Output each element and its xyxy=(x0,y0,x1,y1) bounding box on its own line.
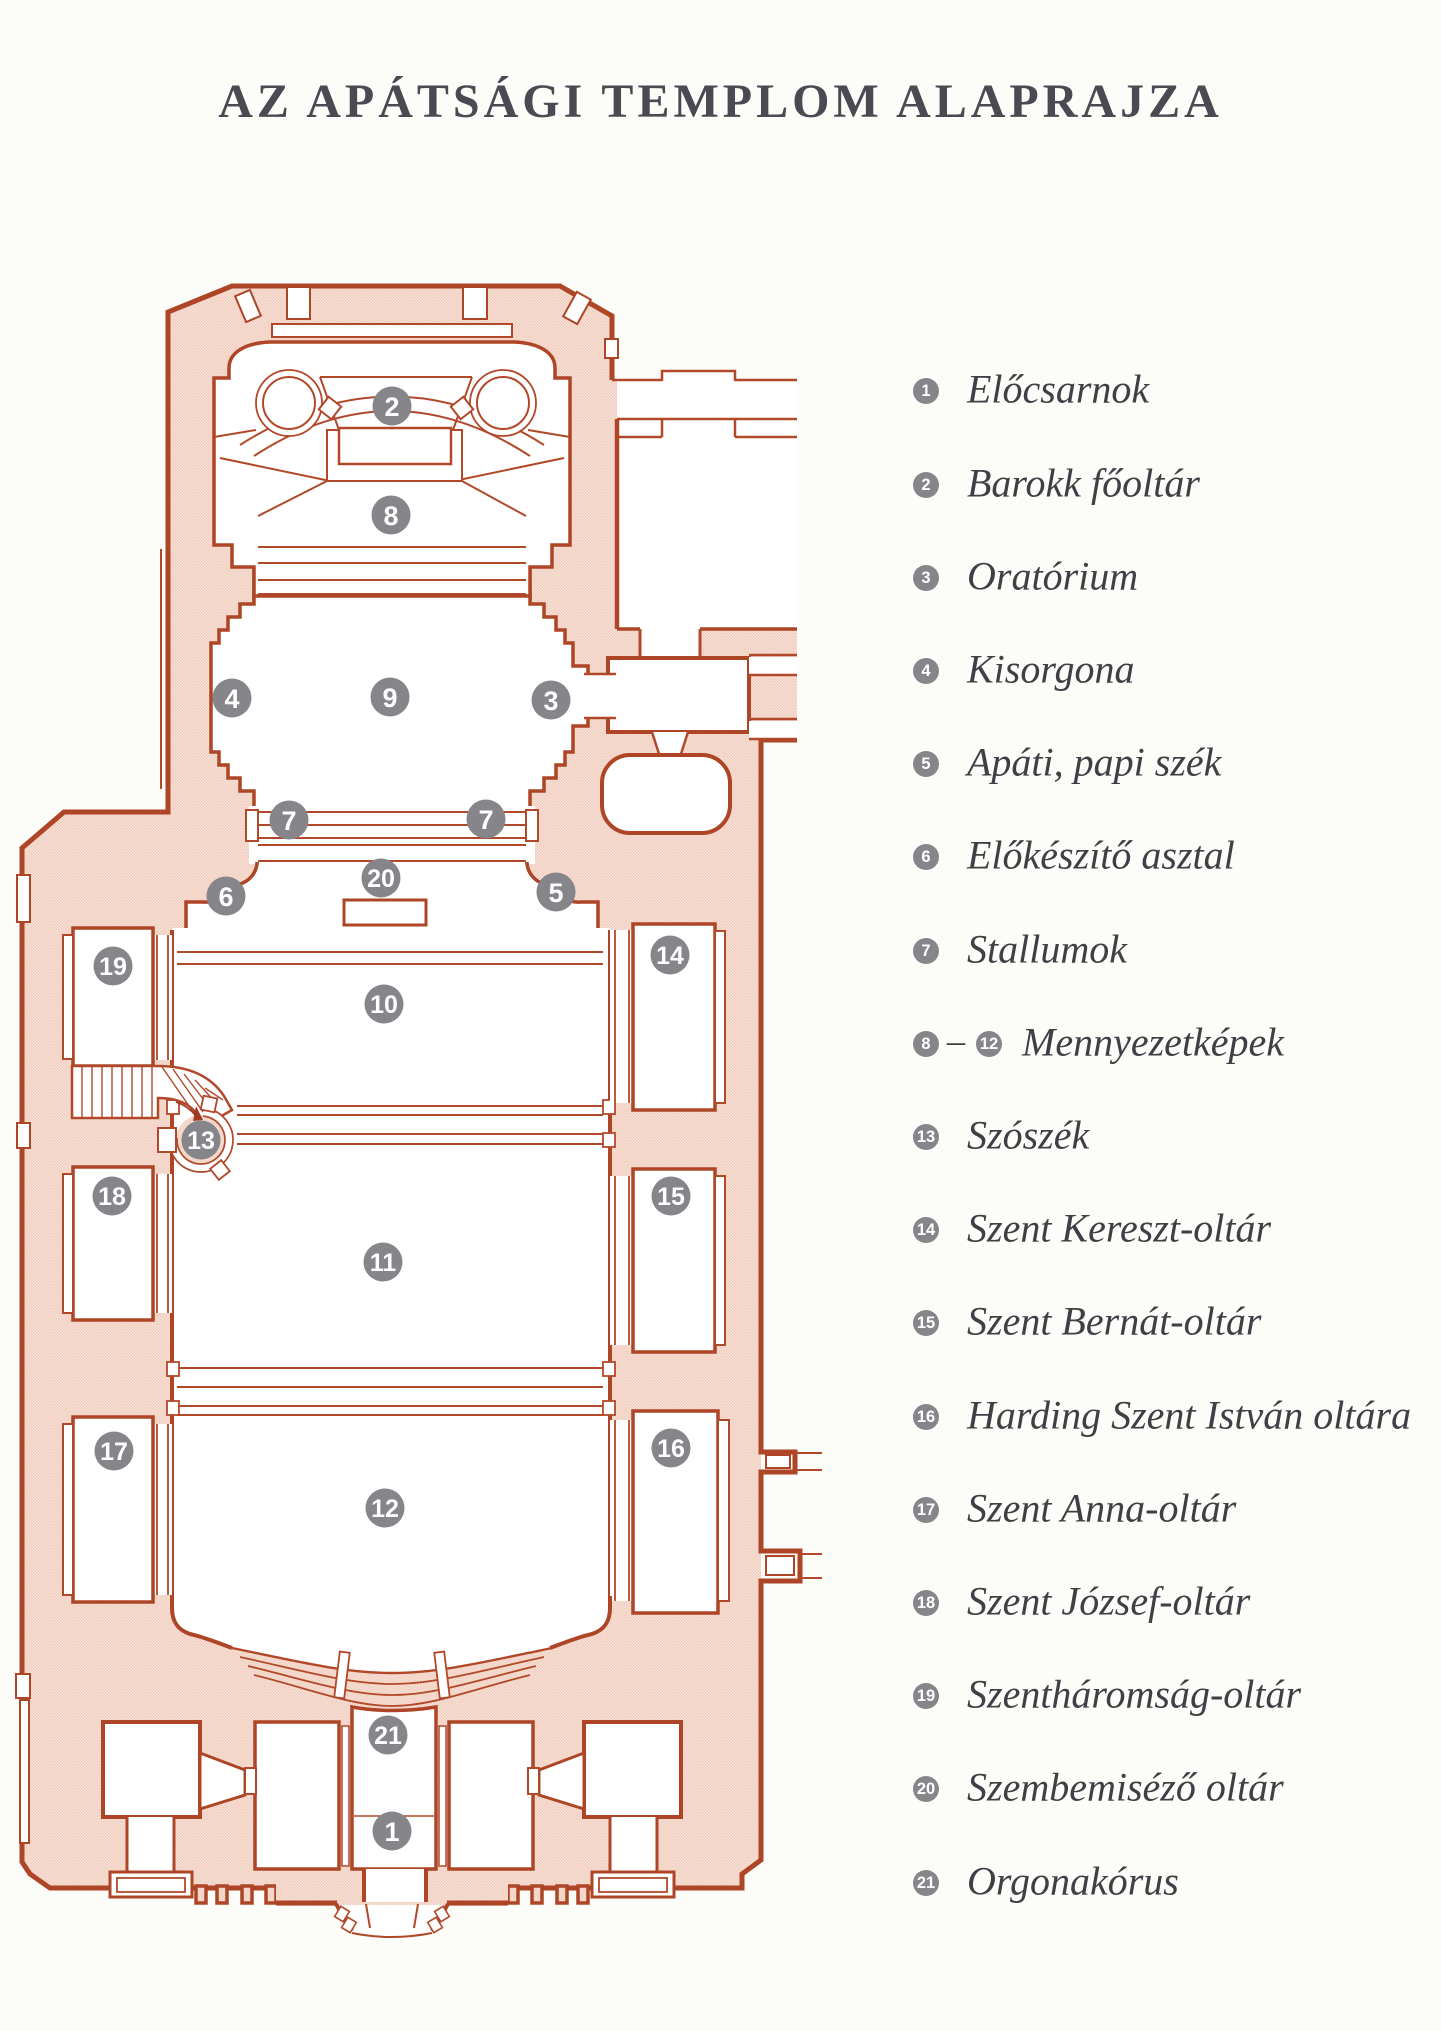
svg-text:19: 19 xyxy=(99,953,127,981)
svg-text:17: 17 xyxy=(100,1438,128,1466)
svg-text:15: 15 xyxy=(657,1183,685,1211)
svg-text:5: 5 xyxy=(548,878,563,908)
svg-text:7: 7 xyxy=(281,806,296,836)
svg-text:10: 10 xyxy=(370,991,398,1019)
svg-text:1: 1 xyxy=(384,1817,399,1847)
svg-text:3: 3 xyxy=(543,686,558,716)
svg-text:8: 8 xyxy=(383,501,398,531)
svg-text:7: 7 xyxy=(478,805,493,835)
svg-text:20: 20 xyxy=(367,865,395,893)
svg-text:6: 6 xyxy=(218,882,233,912)
svg-text:21: 21 xyxy=(374,1722,402,1750)
svg-text:16: 16 xyxy=(657,1435,685,1463)
svg-text:18: 18 xyxy=(98,1183,126,1211)
svg-text:4: 4 xyxy=(224,684,239,714)
svg-text:14: 14 xyxy=(656,942,684,970)
svg-text:11: 11 xyxy=(370,1249,397,1277)
svg-text:13: 13 xyxy=(187,1127,215,1155)
svg-text:12: 12 xyxy=(371,1495,399,1523)
svg-text:2: 2 xyxy=(384,392,399,422)
svg-text:9: 9 xyxy=(382,683,397,713)
